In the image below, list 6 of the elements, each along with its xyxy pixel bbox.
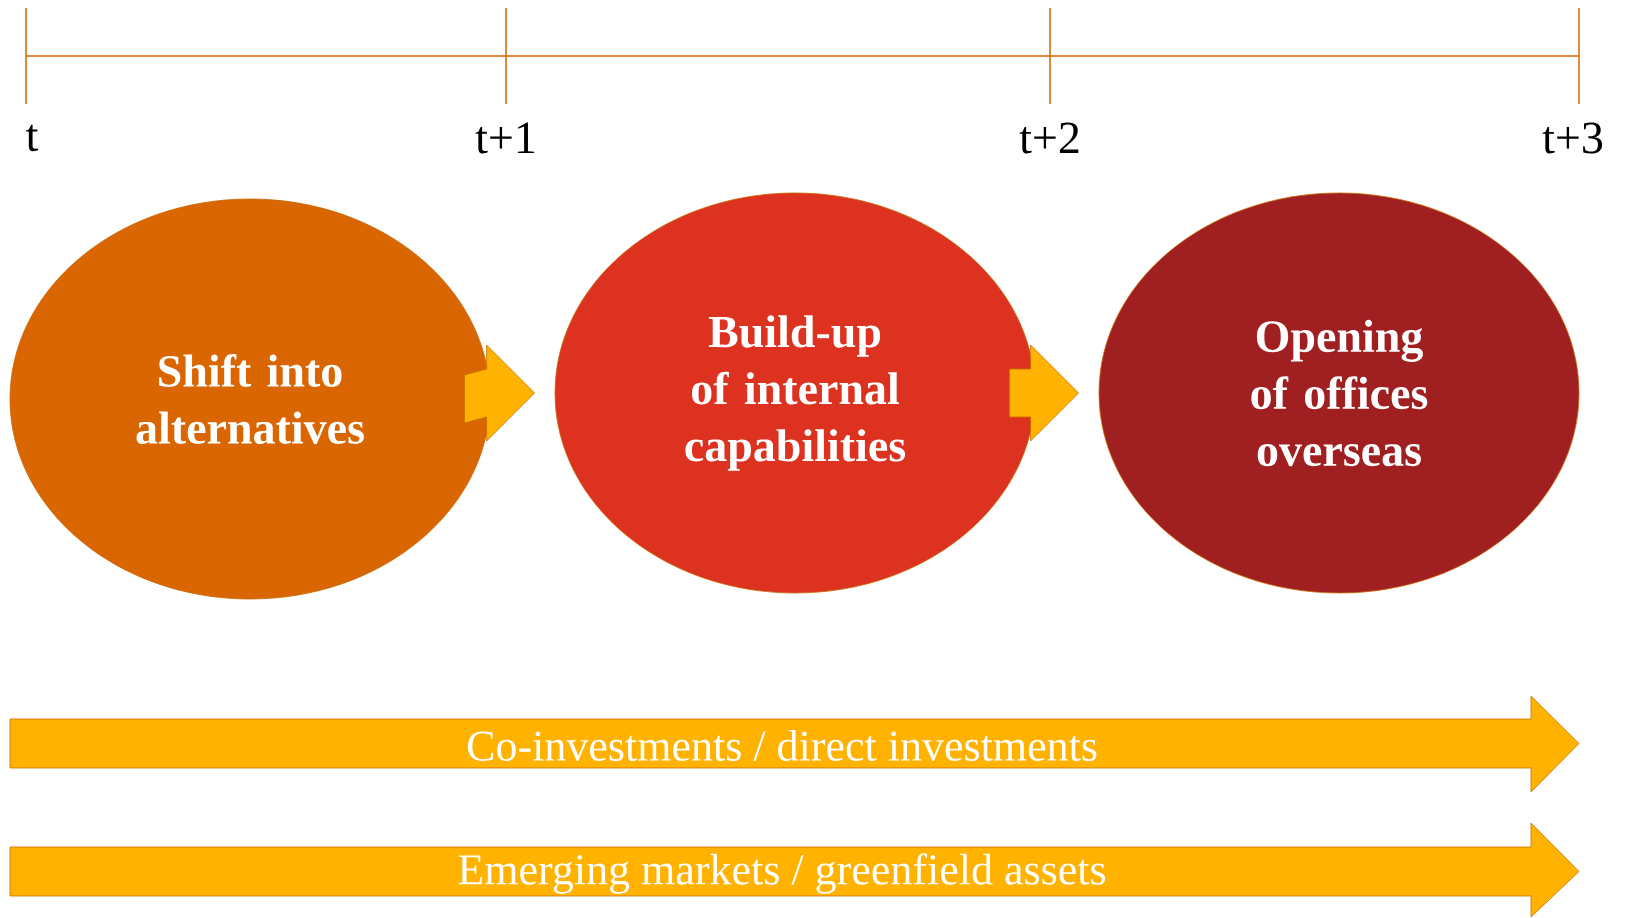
tick-label: t+2 (1019, 122, 1079, 154)
tick-label: t (26, 124, 39, 152)
tick-label: t+1 (475, 122, 535, 154)
tick-label: t+3 (1542, 122, 1603, 154)
block-arrow (464, 344, 535, 442)
block-arrow (1009, 344, 1079, 442)
